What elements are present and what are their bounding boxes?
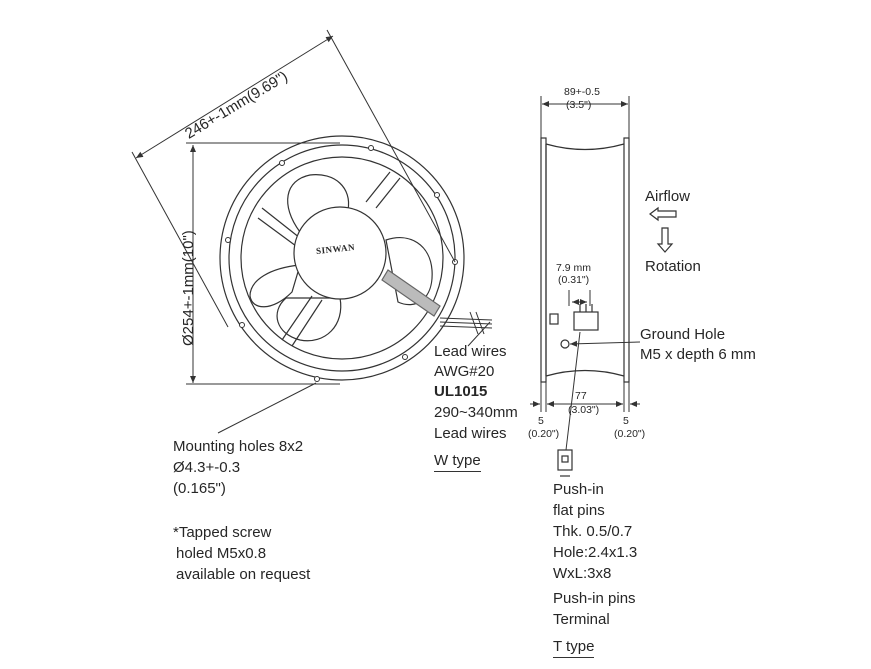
rotation-arrow-icon [656, 227, 674, 253]
ground-hole-label: Ground Hole [640, 326, 726, 343]
mounting-hole [314, 376, 320, 382]
mounting-hole [434, 192, 440, 198]
venturi-ring [240, 156, 444, 360]
fan-blade [385, 237, 433, 306]
w-type-line-4: 290~340mm [434, 404, 518, 421]
mounting-hole [368, 145, 374, 151]
push-in-pin-icon [557, 449, 573, 477]
t-type-line-2: flat pins [553, 502, 605, 519]
t-type-line-6: Push-in pins [553, 590, 636, 607]
mounting-hole [225, 237, 231, 243]
airflow-arrow-icon [649, 206, 677, 222]
fan-blade [276, 297, 342, 342]
edge-right-mm-label: 5 [623, 415, 629, 427]
side-view [540, 137, 630, 383]
lead-wire-bundle [381, 269, 441, 317]
diameter-dimension-label: Ø254+-1mm(10") [180, 230, 197, 346]
t-type-line-3: Thk. 0.5/0.7 [553, 523, 633, 540]
depth-mm-label: 89+-0.5 [564, 86, 600, 98]
t-type-line-5: WxL:3x8 [553, 565, 612, 582]
ground-hole-spec: M5 x depth 6 mm [640, 346, 756, 363]
fan-blade [287, 174, 350, 233]
airflow-label: Airflow [645, 188, 691, 205]
mounting-hole-leader [217, 382, 317, 434]
bottom-dimensions [530, 382, 640, 412]
rotation-label: Rotation [645, 258, 701, 275]
inner-frame-ring [228, 144, 456, 372]
lead-wire-leader [467, 321, 491, 347]
side-flange-left [540, 137, 547, 383]
tapped-screw-note-1: *Tapped screw [173, 524, 272, 541]
inner-in-label: (3.03") [568, 404, 600, 416]
w-type-line-2: AWG#20 [434, 363, 495, 380]
ground-hole [560, 339, 570, 349]
terminal-leader [565, 331, 581, 451]
tapped-screw-note-2: holed M5x0.8 [176, 545, 267, 562]
side-flange-right [623, 137, 630, 383]
w-type-title: W type [434, 452, 481, 472]
motor-hub [293, 206, 387, 300]
edge-right-in-label: (0.20") [614, 428, 646, 440]
t-type-line-1: Push-in [553, 481, 604, 498]
tapped-screw-note-3: available on request [176, 566, 311, 583]
t-type-title: T type [553, 638, 595, 658]
mounting-holes-label: Mounting holes 8x2 [173, 438, 304, 455]
mounting-hole [279, 160, 285, 166]
side-tab [549, 313, 559, 325]
mounting-holes-inch: (0.165") [173, 480, 226, 497]
mounting-hole [239, 322, 245, 328]
terminal-block [573, 311, 599, 331]
front-view [219, 135, 493, 382]
w-type-line-5: Lead wires [434, 425, 507, 442]
mounting-hole [402, 354, 408, 360]
pin-in-label: (0.31") [558, 274, 590, 286]
pin-dimension [568, 290, 591, 306]
t-type-line-7: Terminal [553, 611, 610, 628]
outer-frame-ring [219, 135, 465, 381]
depth-dimension [540, 96, 630, 138]
edge-left-mm-label: 5 [538, 415, 544, 427]
fan-blade [249, 264, 301, 308]
w-type-line-3: UL1015 [434, 383, 488, 400]
edge-left-in-label: (0.20") [528, 428, 560, 440]
w-type-line-1: Lead wires [434, 343, 507, 360]
depth-in-label: (3.5") [566, 99, 592, 111]
inner-mm-label: 77 [575, 390, 587, 402]
ground-hole-leader [569, 340, 641, 347]
mounting-holes-diameter: Ø4.3+-0.3 [173, 459, 241, 476]
t-type-line-4: Hole:2.4x1.3 [553, 544, 638, 561]
pin-mm-label: 7.9 mm [556, 262, 592, 274]
diagonal-dimension [131, 29, 456, 328]
